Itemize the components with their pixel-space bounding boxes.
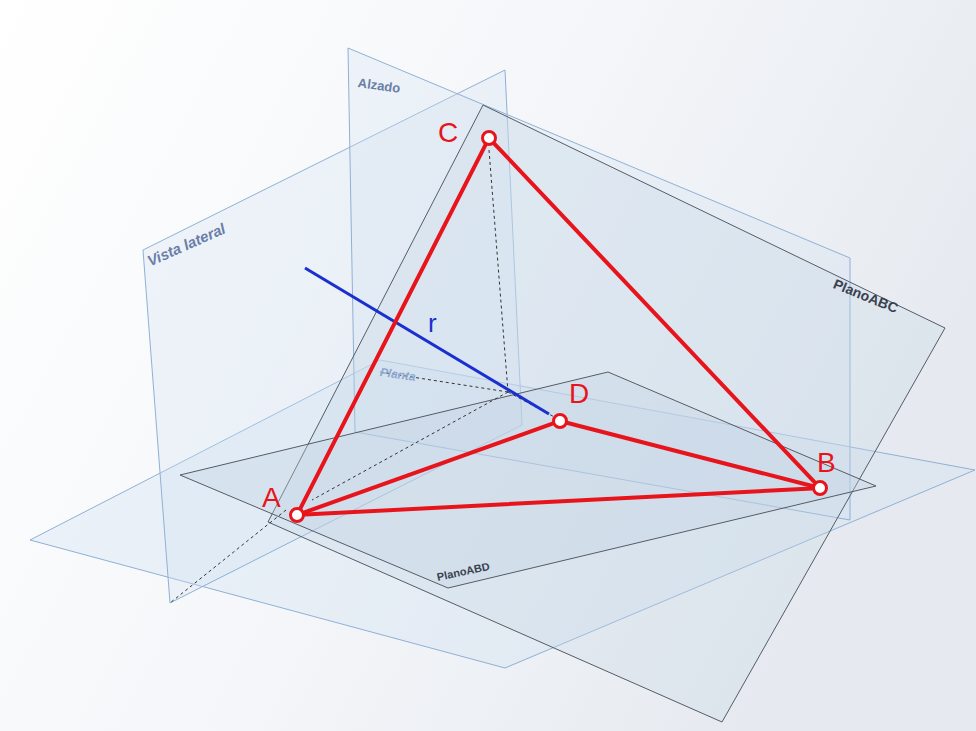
segment xyxy=(305,488,812,514)
projection-line xyxy=(312,392,508,500)
point-label: A xyxy=(262,484,281,512)
point-marker: C xyxy=(481,130,497,146)
point-label: C xyxy=(438,119,458,147)
segment xyxy=(305,424,553,513)
point-marker: D xyxy=(552,413,568,429)
line-r xyxy=(305,268,549,414)
segment xyxy=(568,423,813,486)
segment xyxy=(301,145,486,508)
point-label: D xyxy=(569,380,589,408)
projection-line xyxy=(489,150,508,392)
projection-lines xyxy=(170,150,560,603)
line-label: r xyxy=(428,310,437,336)
projection-line xyxy=(170,510,286,603)
point-label: B xyxy=(817,449,836,477)
segment xyxy=(494,144,814,482)
point-marker: B xyxy=(812,480,828,496)
abd-plane xyxy=(180,372,876,588)
point-marker: A xyxy=(289,507,305,523)
